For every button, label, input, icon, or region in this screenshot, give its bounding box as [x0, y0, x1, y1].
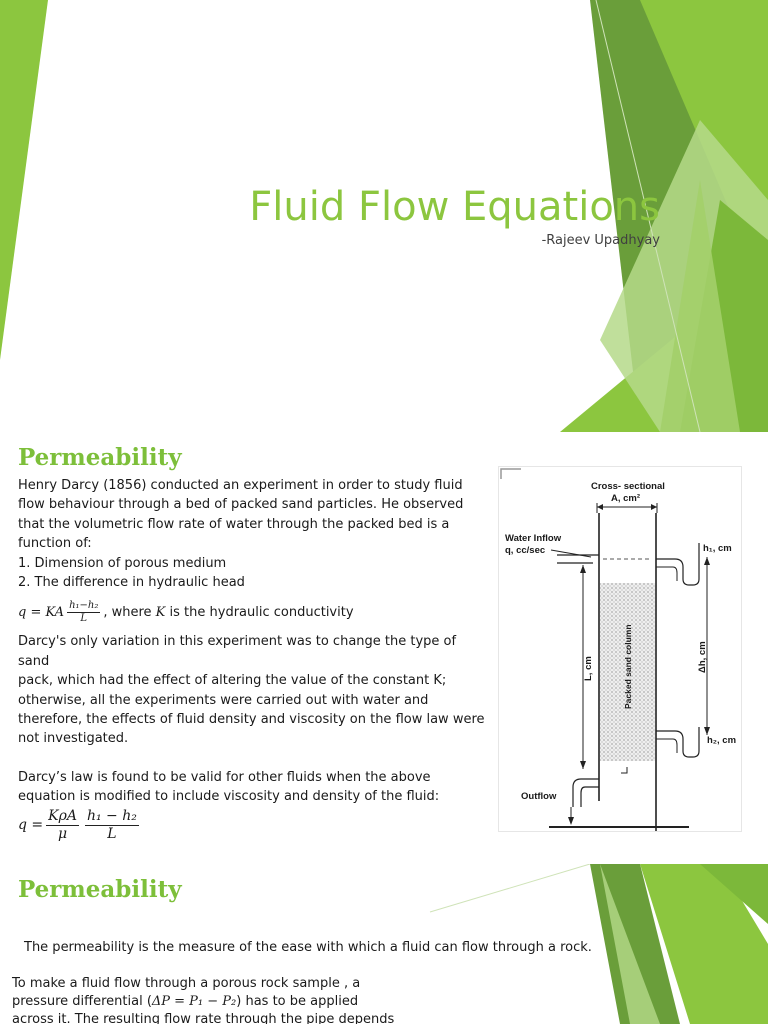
equation-text: , where	[103, 604, 156, 620]
darcy-equation: q = KA h₁−h₂ L , where K is the hydrauli…	[18, 592, 486, 632]
text-run: pressure differential (	[12, 994, 152, 1009]
green-facet-decoration	[429, 864, 768, 1024]
delta-h-label: Δh, cm	[697, 641, 708, 673]
pressure-differential-math: ΔP = P₁ − P₂	[151, 994, 237, 1009]
equation-fraction: h₁ − h₂ L	[84, 808, 139, 843]
equation-fraction: h₁−h₂ L	[67, 599, 101, 625]
list-item: 2. The difference in hydraulic head	[18, 575, 245, 591]
equation-symbol: K	[155, 604, 166, 620]
outflow-label: Outflow	[521, 791, 557, 802]
title-slide: Fluid Flow Equations -Rajeev Upadhyay	[0, 0, 768, 432]
darcy-apparatus-figure: Cross- sectional A, cm² Water Inflow q, …	[498, 466, 742, 832]
permeability-definition-slide: Permeability The permeability is the mea…	[0, 864, 768, 1024]
paragraph-line: across it. The resulting flow rate throu…	[12, 1012, 395, 1024]
paragraph-line: flow behaviour through a bed of packed s…	[18, 497, 464, 513]
slide-title: Fluid Flow Equations	[249, 184, 660, 230]
h1-label: h₁, cm	[703, 543, 732, 554]
paragraph-line: that the volumetric flow rate of water t…	[18, 516, 450, 532]
definition-line: The permeability is the measure of the e…	[24, 940, 592, 955]
paragraph-line: pack, which had the effect of altering t…	[18, 673, 447, 689]
slide-heading: Permeability	[18, 444, 182, 471]
paragraph-line: Henry Darcy (1856) conducted an experime…	[18, 478, 463, 493]
fraction-numerator: KρA	[46, 808, 79, 827]
apparatus-diagram: Cross- sectional A, cm² Water Inflow q, …	[500, 468, 736, 831]
cross-section-label: A, cm²	[611, 493, 640, 504]
equation-text: is the hydraulic conductivity	[165, 604, 354, 620]
slide-subtitle: -Rajeev Upadhyay	[541, 233, 660, 248]
paragraph-line: not investigated.	[18, 731, 129, 747]
modified-darcy-equation: q = KρA μ h₁ − h₂ L	[18, 807, 486, 845]
permeability-slide: Permeability Henry Darcy (1856) conducte…	[0, 432, 768, 864]
cross-section-label: Cross- sectional	[591, 481, 665, 492]
paragraph-line: function of:	[18, 536, 92, 552]
paragraph-line: To make a fluid flow through a porous ro…	[12, 976, 361, 991]
water-inflow-label: q, cc/sec	[505, 545, 545, 556]
slide-heading: Permeability	[18, 876, 182, 903]
equation-fraction: KρA μ	[46, 808, 79, 843]
fraction-numerator: h₁−h₂	[67, 599, 101, 613]
fraction-numerator: h₁ − h₂	[84, 808, 139, 827]
paragraph-line: otherwise, all the experiments were carr…	[18, 692, 429, 708]
fraction-denominator: L	[107, 826, 117, 843]
equation-lhs: q =	[18, 816, 44, 833]
text-run: ) has to be applied	[236, 994, 359, 1009]
green-facet-decoration	[0, 0, 768, 432]
list-item: 1. Dimension of porous medium	[18, 555, 227, 571]
paragraph-line: Darcy's only variation in this experimen…	[18, 634, 457, 669]
fraction-denominator: L	[80, 612, 88, 624]
paragraph-line: pressure differential (ΔP = P₁ − P₂) has…	[12, 994, 358, 1009]
length-label: L, cm	[583, 656, 594, 681]
paragraph-line: Darcy’s law is found to be valid for oth…	[18, 769, 431, 785]
fraction-denominator: μ	[58, 826, 68, 843]
equation-lhs: q = KA	[18, 604, 65, 620]
paragraph-line: equation is modified to include viscosit…	[18, 789, 440, 805]
paragraph-line: therefore, the effects of fluid density …	[18, 712, 485, 728]
h2-label: h₂, cm	[707, 735, 736, 746]
water-inflow-label: Water Inflow	[505, 533, 562, 544]
slide-body: Henry Darcy (1856) conducted an experime…	[18, 476, 486, 845]
packed-sand-column-label: Packed sand column	[623, 624, 633, 709]
